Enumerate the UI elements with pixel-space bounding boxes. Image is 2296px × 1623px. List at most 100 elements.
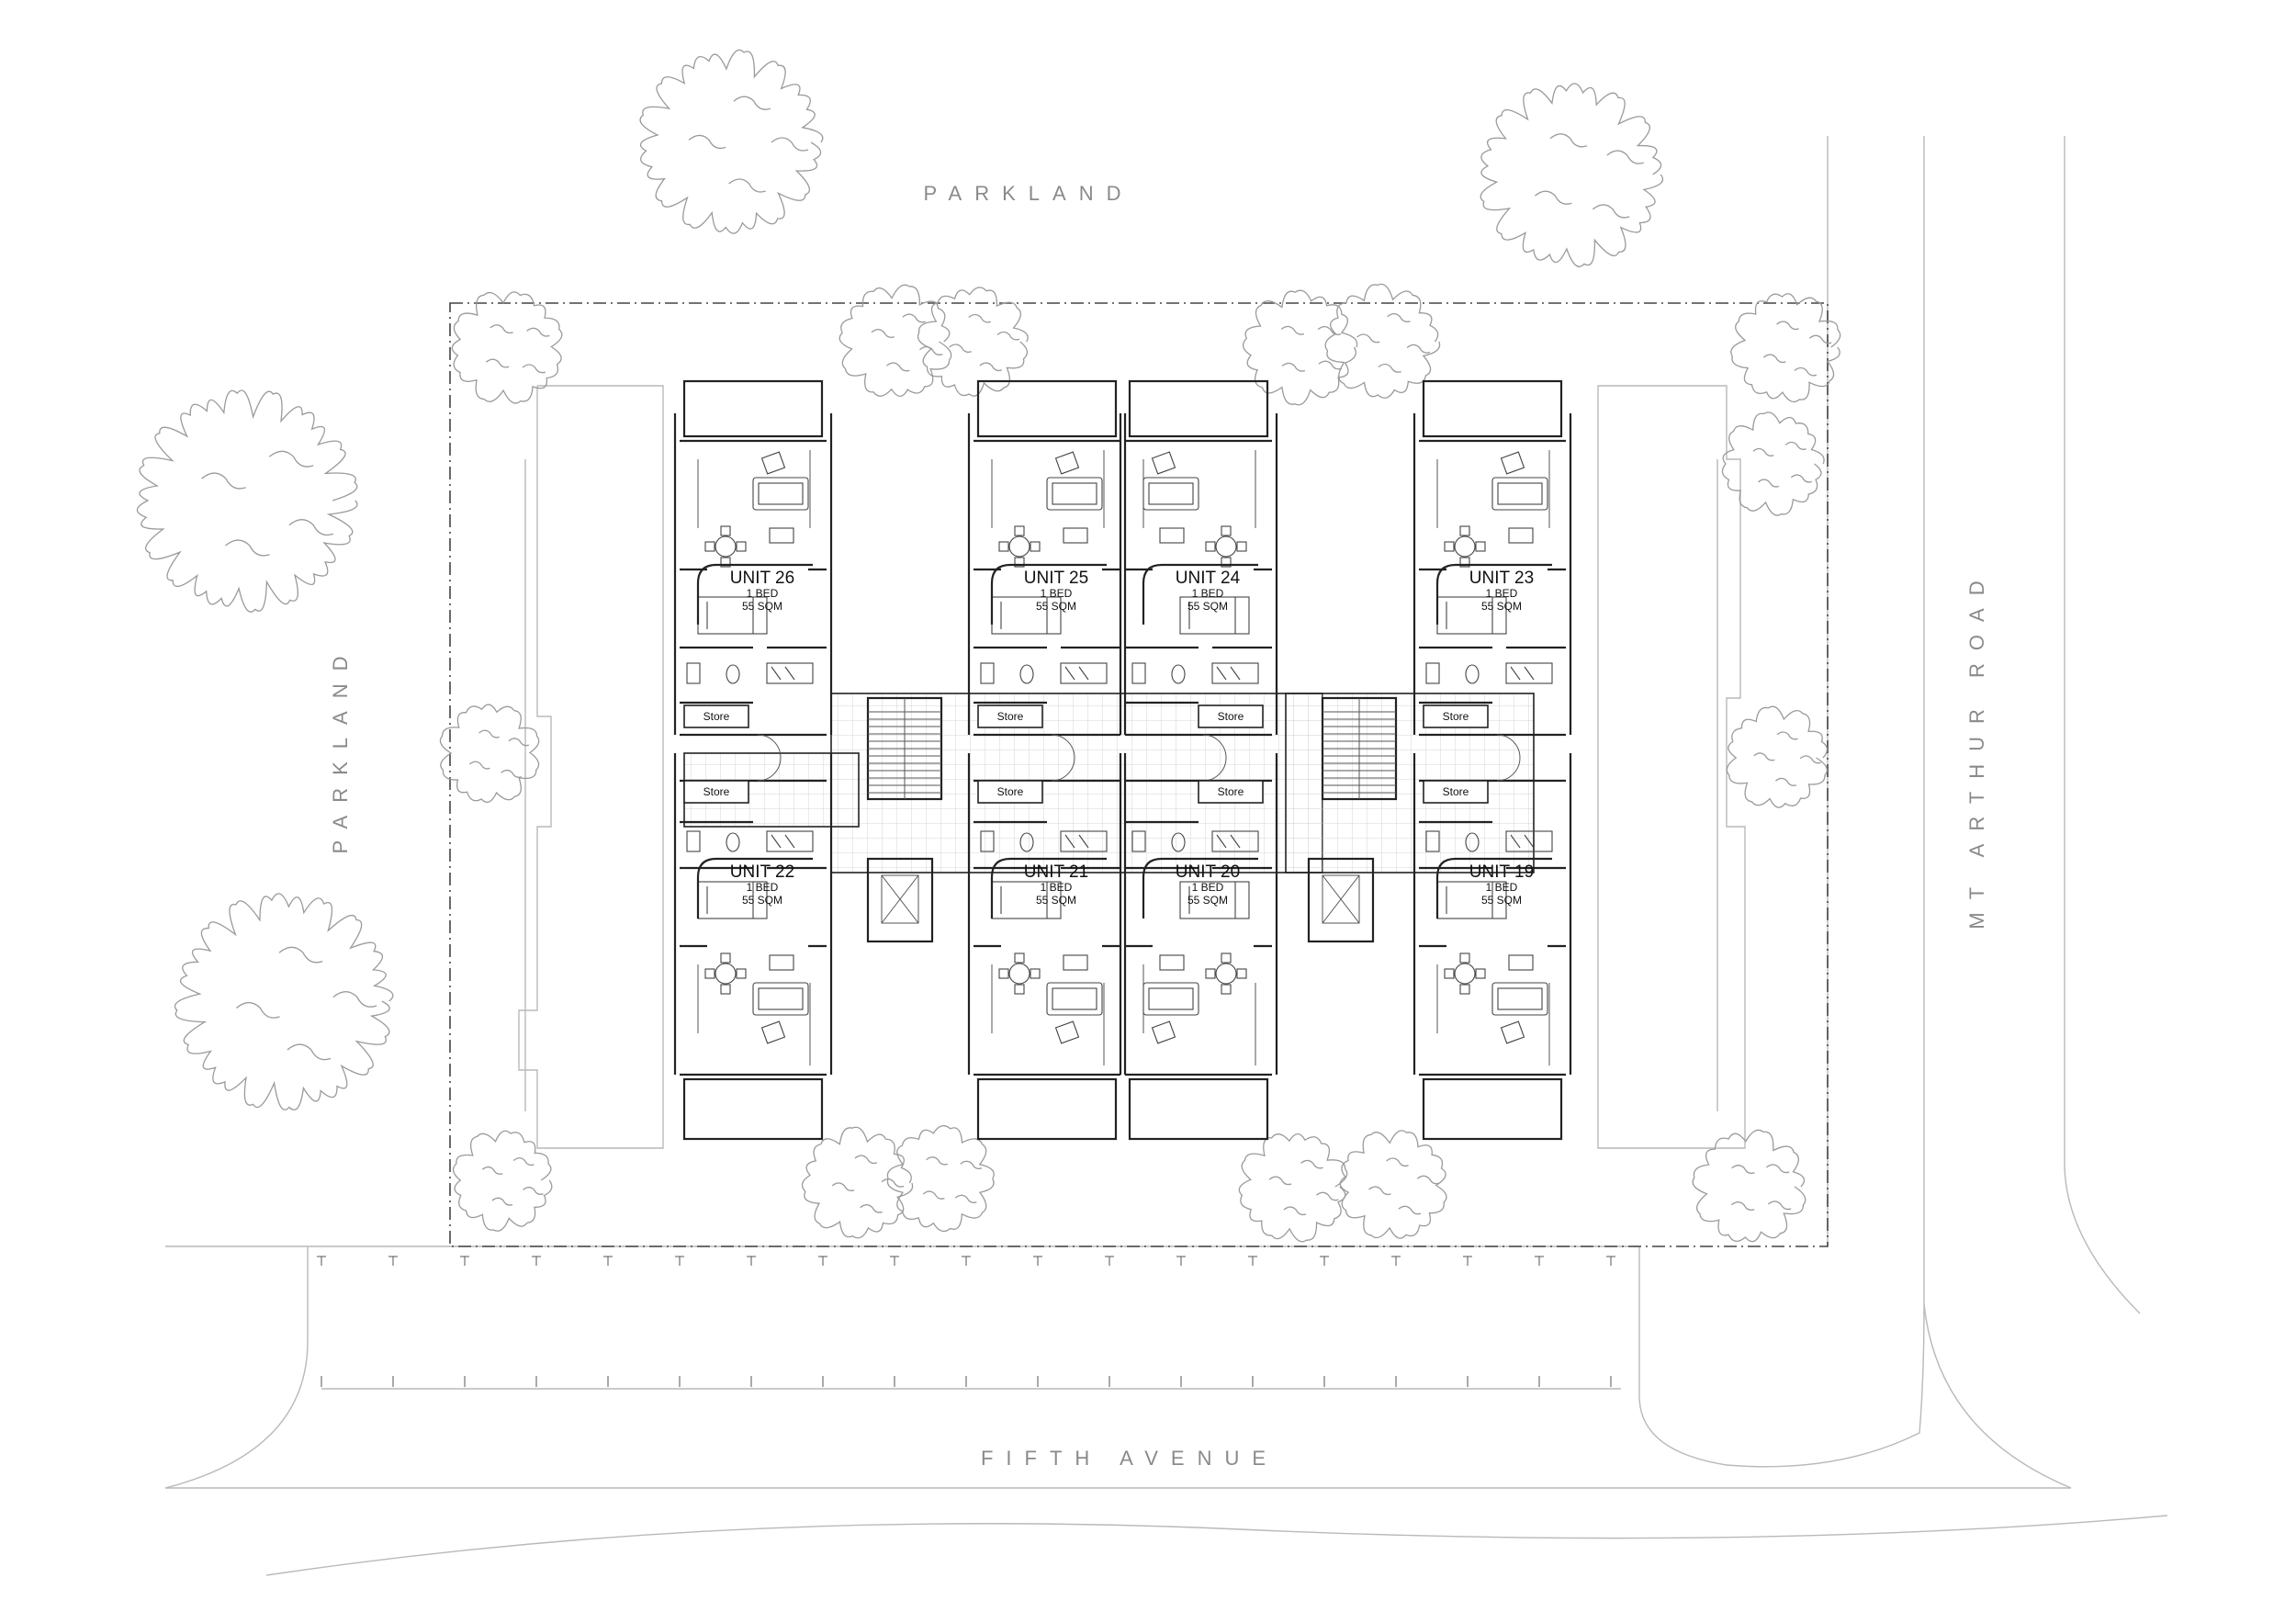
- unit-tag-frame: [1142, 857, 1258, 919]
- unit-beds: 1 BED: [1486, 881, 1518, 894]
- fifth-avenue-label: FIFTH AVENUE: [981, 1447, 1278, 1470]
- balcony: [1422, 1077, 1563, 1141]
- store-label: Store: [703, 710, 730, 723]
- fifth-avenue-kerb-west: [164, 1246, 309, 1489]
- balcony: [682, 1077, 824, 1141]
- store-box: [683, 704, 749, 728]
- unit-area: 55 SQM: [1481, 894, 1522, 907]
- east-terrace: [1597, 385, 1746, 1149]
- unit-tag-frame: [1435, 857, 1552, 919]
- store-box: [683, 780, 749, 804]
- tree: [1721, 411, 1825, 516]
- unit-name: UNIT 22: [730, 862, 794, 882]
- store-box: [977, 780, 1043, 804]
- balcony: [1422, 379, 1563, 438]
- tree: [1692, 1129, 1806, 1243]
- unit-area: 55 SQM: [1481, 600, 1522, 613]
- unit-tag-frame: [990, 857, 1107, 919]
- unit-area: 55 SQM: [1187, 894, 1228, 907]
- tree: [1730, 293, 1841, 403]
- unit-tag-frame: [1142, 563, 1258, 625]
- balcony: [976, 1077, 1118, 1141]
- mt-arthur-road-label: MT ARTHUR ROAD: [1965, 568, 1988, 929]
- tree: [886, 1124, 995, 1233]
- side-terraces: [518, 385, 1746, 1149]
- unit-beds: 1 BED: [1192, 881, 1224, 894]
- west-terrace: [518, 385, 664, 1149]
- store-box: [1198, 704, 1264, 728]
- unit-beds: 1 BED: [1041, 881, 1073, 894]
- parkland-top-label: PARKLAND: [924, 182, 1134, 205]
- parkland-left-label: PARKLAND: [329, 644, 352, 854]
- balcony: [1128, 1077, 1269, 1141]
- unit-beds: 1 BED: [747, 587, 779, 600]
- tree: [1726, 705, 1829, 808]
- parking-markings-north: [317, 1256, 1615, 1266]
- stair-west: [866, 696, 943, 801]
- store-label: Store: [1443, 785, 1469, 798]
- unit-name: UNIT 25: [1024, 569, 1088, 588]
- tree: [917, 287, 1029, 397]
- tree: [1238, 1133, 1348, 1243]
- store-label: Store: [997, 785, 1024, 798]
- fifth-avenue-far-kerb: [265, 1515, 2168, 1576]
- unit-tag-frame: [1435, 563, 1552, 625]
- tree: [1339, 1130, 1447, 1239]
- unit-area: 55 SQM: [1036, 894, 1076, 907]
- mt-arthur-corner: [1923, 1303, 2072, 1489]
- unit-name: UNIT 20: [1176, 862, 1240, 882]
- mt-arthur-kerb-west: [1638, 136, 1925, 1468]
- unit-name: UNIT 23: [1469, 569, 1534, 588]
- unit-area: 55 SQM: [742, 600, 782, 613]
- unit-beds: 1 BED: [1486, 587, 1518, 600]
- unit-name: UNIT 19: [1469, 862, 1534, 882]
- tree: [1480, 83, 1664, 267]
- unit-name: UNIT 21: [1024, 862, 1088, 882]
- tree: [174, 893, 394, 1110]
- parking-markings-south: [321, 1376, 1612, 1387]
- unit-name: UNIT 26: [730, 569, 794, 588]
- unit-area: 55 SQM: [1036, 600, 1076, 613]
- unit-tag-frame: [990, 563, 1107, 625]
- unit-name: UNIT 24: [1176, 569, 1241, 588]
- unit-area: 55 SQM: [1187, 600, 1228, 613]
- unit-beds: 1 BED: [1041, 587, 1073, 600]
- lift-west: [866, 857, 934, 943]
- store-label: Store: [1443, 710, 1469, 723]
- store-label: Store: [703, 785, 730, 798]
- store-box: [1423, 704, 1489, 728]
- lift-east: [1307, 857, 1375, 943]
- store-label: Store: [1218, 785, 1244, 798]
- tree: [452, 1130, 553, 1232]
- tree: [801, 1126, 914, 1239]
- mt-arthur-kerb-east: [2064, 136, 2141, 1314]
- store-label: Store: [1218, 710, 1244, 723]
- tree: [136, 389, 358, 613]
- unit-beds: 1 BED: [1192, 587, 1224, 600]
- trees: [136, 49, 1841, 1243]
- store-box: [977, 704, 1043, 728]
- unit-beds: 1 BED: [747, 881, 779, 894]
- balcony: [976, 379, 1118, 438]
- tree: [838, 284, 952, 397]
- balcony: [1128, 379, 1269, 438]
- tree: [1242, 289, 1358, 406]
- unit-area: 55 SQM: [742, 894, 782, 907]
- roads: [164, 136, 2168, 1576]
- balcony: [682, 379, 824, 438]
- store-label: Store: [997, 710, 1024, 723]
- site-boundary: [449, 302, 1829, 1247]
- tree: [639, 49, 824, 234]
- store-box: [1198, 780, 1264, 804]
- tree: [1324, 283, 1441, 399]
- store-box: [1423, 780, 1489, 804]
